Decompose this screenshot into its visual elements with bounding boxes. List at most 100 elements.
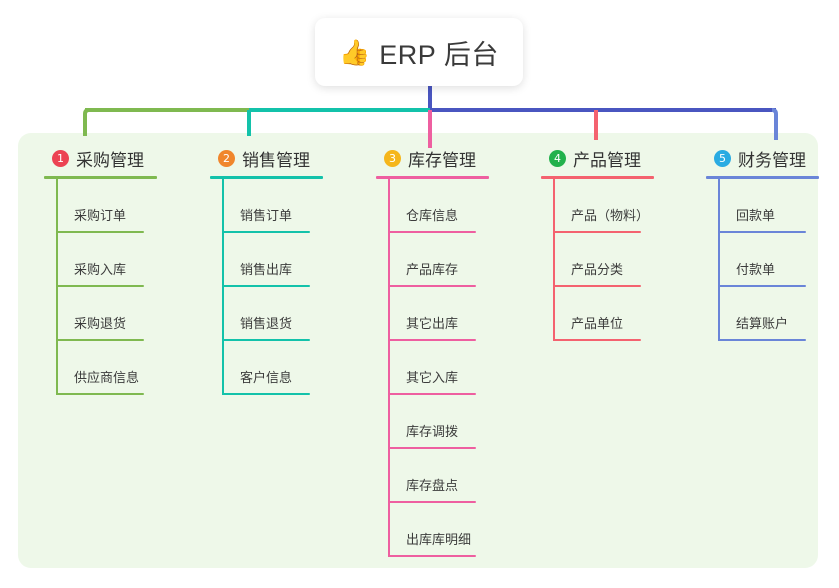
list-item-label: 仓库信息 — [406, 208, 459, 223]
column-title-3: 库存管理 — [408, 150, 476, 170]
list-item[interactable]: 销售出库 — [222, 233, 350, 287]
root-title: ERP 后台 — [379, 39, 499, 70]
column-rule-5 — [706, 176, 819, 179]
column-header-4[interactable]: 4 产品管理 — [531, 146, 681, 170]
list-item[interactable]: 其它入库 — [388, 341, 516, 395]
column-badge-5: 5 — [714, 149, 731, 167]
list-item-label: 出库库明细 — [406, 532, 472, 547]
column-items-2: 销售订单销售出库销售退货客户信息 — [222, 179, 350, 395]
column-2: 2 销售管理销售订单销售出库销售退货客户信息 — [200, 146, 350, 395]
list-item-label: 其它出库 — [406, 316, 459, 331]
column-items-5: 回款单付款单结算账户 — [718, 179, 839, 341]
column-badge-3: 3 — [384, 149, 401, 167]
list-item-rule — [718, 231, 806, 233]
list-item[interactable]: 付款单 — [718, 233, 839, 287]
list-item-rule — [553, 231, 641, 233]
list-item-rule — [56, 231, 144, 233]
column-rule-3 — [376, 176, 489, 179]
list-item-label: 付款单 — [736, 262, 776, 277]
list-item[interactable]: 库存调拨 — [388, 395, 516, 449]
column-badge-2: 2 — [218, 149, 235, 167]
list-item-label: 销售订单 — [240, 208, 293, 223]
list-item-label: 产品（物料） — [571, 208, 650, 223]
list-item-rule — [222, 231, 310, 233]
list-item-label: 其它入库 — [406, 370, 459, 385]
list-item-rule — [388, 285, 476, 287]
list-item-label: 产品分类 — [571, 262, 624, 277]
column-5: 5 财务管理回款单付款单结算账户 — [696, 146, 839, 341]
list-item-label: 采购入库 — [74, 262, 127, 277]
list-item[interactable]: 销售订单 — [222, 179, 350, 233]
list-item[interactable]: 销售退货 — [222, 287, 350, 341]
list-item-rule — [388, 447, 476, 449]
column-3: 3 库存管理仓库信息产品库存其它出库其它入库库存调拨库存盘点出库库明细 — [366, 146, 516, 557]
column-rule-2 — [210, 176, 323, 179]
list-item-rule — [222, 285, 310, 287]
list-item-rule — [553, 339, 641, 341]
list-item-label: 产品单位 — [571, 316, 624, 331]
column-title-2: 销售管理 — [242, 150, 310, 170]
list-item-label: 结算账户 — [736, 316, 789, 331]
list-item[interactable]: 采购退货 — [56, 287, 184, 341]
list-item[interactable]: 产品库存 — [388, 233, 516, 287]
column-spine-4 — [553, 179, 555, 341]
list-item[interactable]: 库存盘点 — [388, 449, 516, 503]
column-spine-5 — [718, 179, 720, 341]
list-item[interactable]: 结算账户 — [718, 287, 839, 341]
list-item-rule — [388, 555, 476, 557]
list-item[interactable]: 供应商信息 — [56, 341, 184, 395]
list-item[interactable]: 产品（物料） — [553, 179, 681, 233]
column-title-5: 财务管理 — [738, 150, 806, 170]
thumbs-up-icon: 👍 — [339, 37, 371, 67]
list-item-label: 供应商信息 — [74, 370, 140, 385]
list-item-rule — [222, 393, 310, 395]
list-item-label: 销售出库 — [240, 262, 293, 277]
list-item-label: 产品库存 — [406, 262, 459, 277]
list-item-label: 客户信息 — [240, 370, 293, 385]
list-item[interactable]: 产品分类 — [553, 233, 681, 287]
column-badge-4: 4 — [549, 149, 566, 167]
column-items-3: 仓库信息产品库存其它出库其它入库库存调拨库存盘点出库库明细 — [388, 179, 516, 557]
list-item-rule — [388, 393, 476, 395]
column-header-2[interactable]: 2 销售管理 — [200, 146, 350, 170]
column-header-1[interactable]: 1 采购管理 — [34, 146, 184, 170]
list-item[interactable]: 产品单位 — [553, 287, 681, 341]
list-item-rule — [56, 339, 144, 341]
list-item-rule — [56, 393, 144, 395]
column-rule-4 — [541, 176, 654, 179]
list-item[interactable]: 其它出库 — [388, 287, 516, 341]
column-spine-2 — [222, 179, 224, 395]
list-item-label: 库存盘点 — [406, 478, 459, 493]
list-item-label: 库存调拨 — [406, 424, 459, 439]
column-title-4: 产品管理 — [573, 150, 641, 170]
column-badge-1: 1 — [52, 149, 69, 167]
column-4: 4 产品管理产品（物料） 产品分类产品单位 — [531, 146, 681, 341]
list-item-rule — [56, 285, 144, 287]
columns-background-panel — [18, 133, 818, 568]
list-item-rule — [553, 285, 641, 287]
list-item-rule — [388, 231, 476, 233]
list-item-label: 销售退货 — [240, 316, 293, 331]
list-item-rule — [718, 339, 806, 341]
list-item-label: 采购退货 — [74, 316, 127, 331]
list-item[interactable]: 出库库明细 — [388, 503, 516, 557]
list-item[interactable]: 仓库信息 — [388, 179, 516, 233]
column-header-5[interactable]: 5 财务管理 — [696, 146, 839, 170]
column-spine-1 — [56, 179, 58, 395]
list-item[interactable]: 采购入库 — [56, 233, 184, 287]
list-item[interactable]: 客户信息 — [222, 341, 350, 395]
column-rule-1 — [44, 176, 157, 179]
list-item-rule — [388, 501, 476, 503]
column-items-4: 产品（物料） 产品分类产品单位 — [553, 179, 681, 341]
list-item-rule — [718, 285, 806, 287]
list-item-label: 回款单 — [736, 208, 776, 223]
column-spine-3 — [388, 179, 390, 557]
column-title-1: 采购管理 — [76, 150, 144, 170]
list-item-rule — [388, 339, 476, 341]
list-item-label: 采购订单 — [74, 208, 127, 223]
list-item[interactable]: 采购订单 — [56, 179, 184, 233]
column-header-3[interactable]: 3 库存管理 — [366, 146, 516, 170]
list-item[interactable]: 回款单 — [718, 179, 839, 233]
root-node-card[interactable]: 👍 ERP 后台 — [315, 18, 523, 86]
